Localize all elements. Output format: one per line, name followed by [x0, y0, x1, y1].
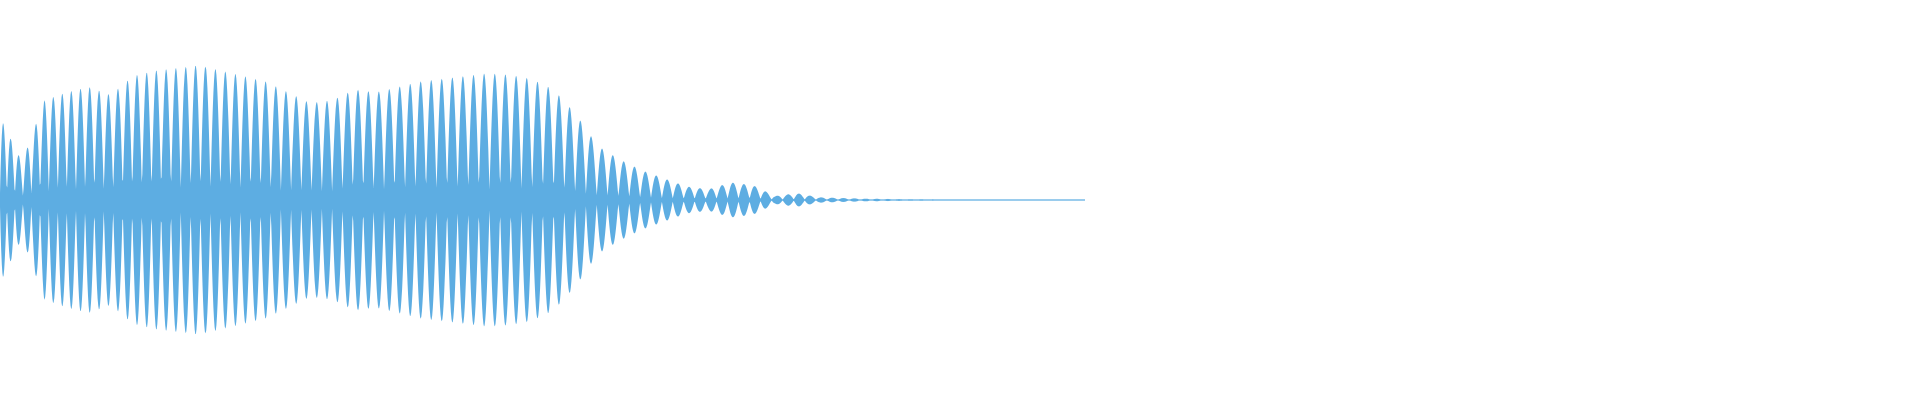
waveform-shape: [0, 65, 1085, 335]
